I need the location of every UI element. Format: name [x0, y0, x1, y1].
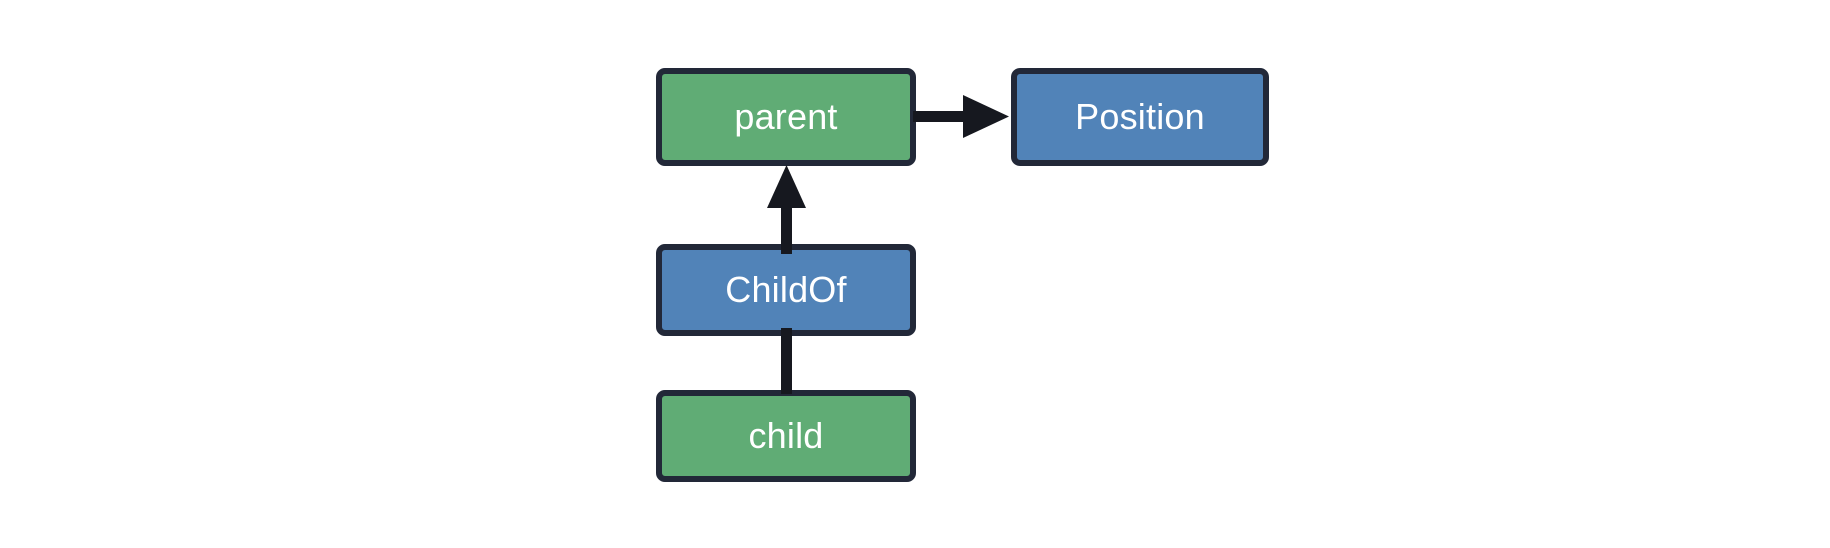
node-child-label: child: [748, 415, 824, 456]
node-child[interactable]: child: [656, 390, 916, 482]
node-parent[interactable]: parent: [656, 68, 916, 166]
edge-child-to-childof-line: [781, 328, 792, 394]
node-position[interactable]: Position: [1011, 68, 1269, 166]
node-childof[interactable]: ChildOf: [656, 244, 916, 336]
node-childof-label: ChildOf: [725, 269, 847, 310]
edge-parent-to-position-arrow: [913, 95, 1009, 138]
edge-childof-to-parent-arrow: [767, 165, 806, 254]
node-position-label: Position: [1075, 96, 1205, 137]
node-parent-label: parent: [734, 96, 838, 137]
